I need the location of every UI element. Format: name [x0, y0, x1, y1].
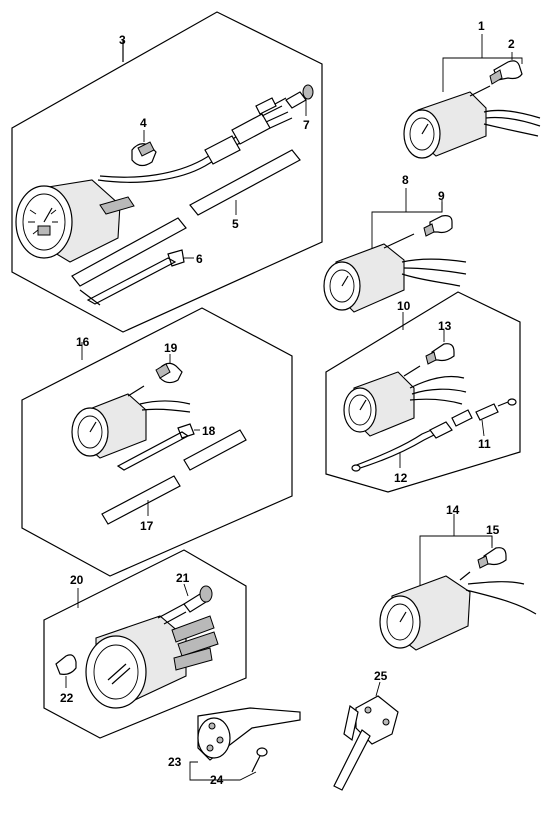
callout-24: 24 [210, 773, 224, 787]
tube-17-lower[interactable] [101, 475, 181, 525]
callout-10: 10 [397, 299, 411, 313]
callout-15: 15 [486, 523, 500, 537]
kit-3-connector [204, 135, 241, 165]
tube-5[interactable] [189, 149, 301, 216]
kit-3-group: 3 4 5 6 7 [11, 11, 323, 333]
callout-7: 7 [303, 118, 310, 132]
bulb-9[interactable] [423, 215, 453, 237]
callout-3: 3 [119, 33, 126, 47]
gauge-14[interactable] [379, 575, 471, 651]
tube-5-lower[interactable] [71, 217, 187, 287]
socket-7[interactable] [285, 84, 314, 109]
tube-17[interactable] [183, 429, 247, 471]
gauge-3[interactable] [15, 179, 135, 263]
callout-14: 14 [446, 503, 460, 517]
kit-20-frame [43, 549, 247, 739]
item-1-group: 1 2 [403, 19, 541, 159]
callout-21: 21 [176, 571, 190, 585]
kit-3-frame [11, 11, 323, 333]
switch-23[interactable] [197, 707, 301, 761]
callout-5: 5 [232, 217, 239, 231]
callout-12: 12 [394, 471, 408, 485]
callout-18: 18 [202, 424, 216, 438]
gauge-16[interactable] [71, 393, 147, 459]
callout-11: 11 [478, 437, 491, 451]
item-23-group: 23 24 [168, 707, 301, 787]
item-8-group: 8 9 [323, 173, 467, 313]
callout-19: 19 [164, 341, 178, 355]
callout-20: 20 [70, 573, 84, 587]
socket-21[interactable] [183, 585, 213, 613]
callout-16: 16 [76, 335, 90, 349]
callout-9: 9 [438, 189, 445, 203]
bulb-4[interactable] [131, 141, 157, 167]
callout-25: 25 [374, 669, 388, 683]
screw-24[interactable] [251, 747, 268, 773]
bulb-15[interactable] [477, 547, 507, 569]
callout-1: 1 [478, 19, 485, 33]
callout-8: 8 [402, 173, 409, 187]
kit-16-group: 16 18 17 19 [21, 307, 293, 577]
item-14-group: 14 15 [379, 503, 537, 651]
callout-13: 13 [438, 319, 452, 333]
bulb-22[interactable] [55, 654, 77, 675]
bulb-2[interactable] [489, 60, 523, 85]
harness-12[interactable] [353, 427, 441, 471]
gauge-8[interactable] [323, 243, 405, 313]
bulb-13[interactable] [425, 343, 455, 365]
cable-tie-6[interactable] [86, 249, 185, 305]
cable-tie-18[interactable] [116, 423, 195, 471]
callout-23: 23 [168, 755, 182, 769]
kit-16-frame [21, 307, 293, 577]
kit-10-group: 10 11 12 13 [325, 291, 521, 493]
kit-10-frame [325, 291, 521, 493]
trim-sender-25[interactable] [333, 695, 399, 791]
item-25-group: 25 [333, 669, 399, 791]
callout-2: 2 [508, 37, 515, 51]
callout-4: 4 [140, 116, 147, 130]
bulb-19[interactable] [155, 362, 183, 384]
callout-22: 22 [60, 691, 74, 705]
callout-6: 6 [196, 252, 203, 266]
kit-20-group: 20 21 22 [43, 549, 247, 739]
callout-17: 17 [140, 519, 154, 533]
gauge-20[interactable] [85, 615, 187, 709]
gauge-10[interactable] [343, 371, 415, 437]
gauge-1[interactable] [403, 91, 487, 159]
harness-11[interactable] [475, 398, 517, 421]
